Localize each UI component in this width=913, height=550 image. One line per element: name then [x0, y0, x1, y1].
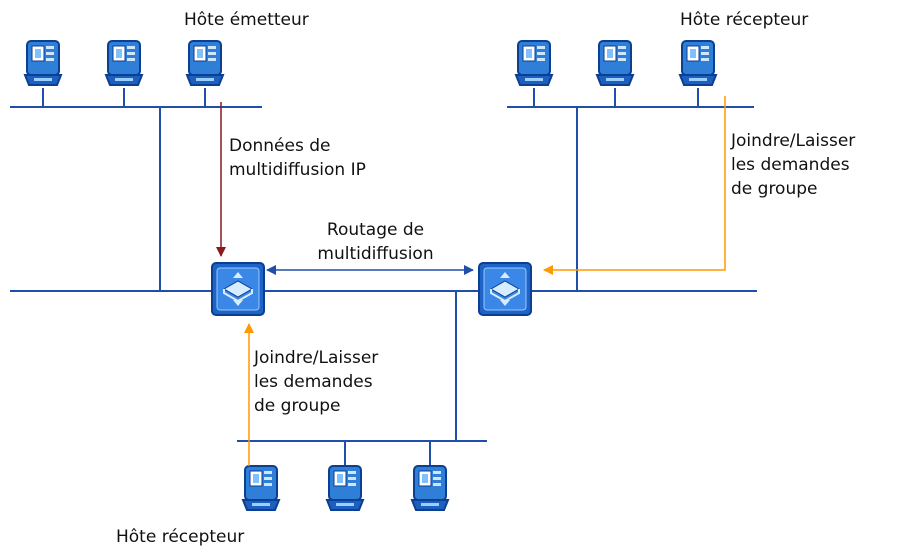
join-leave-label-bottom: Joindre/Laisser les demandes de groupe	[254, 348, 379, 416]
multicast-data-label: Données de multidiffusion IP	[229, 136, 366, 180]
receiver-host-label-bottom: Hôte récepteur	[116, 527, 245, 547]
multicast-routing-label: Routage de multidiffusion	[317, 220, 434, 264]
router-icon	[211, 262, 265, 316]
computer-icon	[411, 465, 449, 511]
receiver-computer-icon	[242, 465, 280, 511]
computer-icon	[105, 40, 143, 86]
router-icon	[478, 262, 532, 316]
join-leave-label-right: Joindre/Laisser les demandes de groupe	[731, 131, 856, 199]
computer-icon	[515, 40, 553, 86]
join-leave-arrow-right	[543, 96, 726, 275]
sender-computer-icon	[186, 40, 224, 86]
computer-icon	[24, 40, 62, 86]
sender-host-label: Hôte émetteur	[184, 10, 309, 30]
receiver-host-label-top: Hôte récepteur	[680, 10, 809, 30]
network-lines	[10, 88, 757, 465]
computer-icon	[596, 40, 634, 86]
computer-icon	[326, 465, 364, 511]
receiver-computer-icon	[679, 40, 717, 86]
